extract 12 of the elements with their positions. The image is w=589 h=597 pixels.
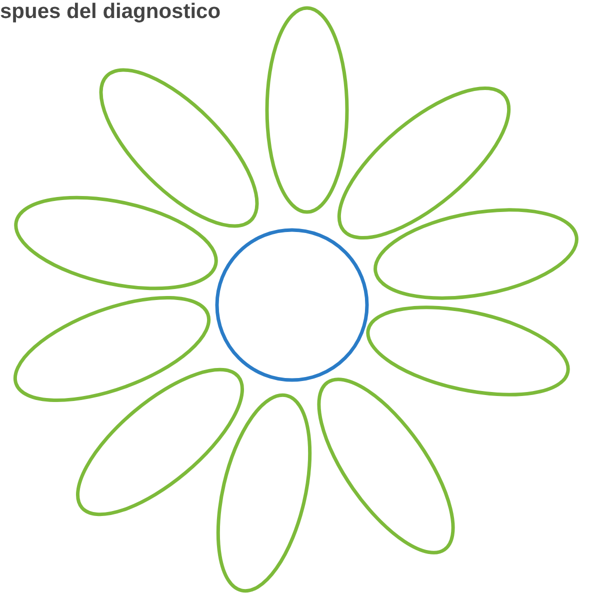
petal-ellipse bbox=[13, 296, 211, 402]
petal-ellipse bbox=[76, 368, 244, 516]
petal-ellipse bbox=[366, 306, 570, 396]
title: spues del diagnostico bbox=[0, 0, 221, 24]
petal-ellipse bbox=[14, 196, 218, 290]
petal-ellipse bbox=[216, 393, 312, 593]
petal-ellipse bbox=[99, 68, 259, 228]
petal-ellipse bbox=[338, 86, 510, 240]
petal-ellipse bbox=[265, 6, 349, 214]
petal-ellipse bbox=[317, 378, 455, 554]
petal-ellipse bbox=[374, 208, 578, 300]
center-circle bbox=[215, 228, 369, 382]
